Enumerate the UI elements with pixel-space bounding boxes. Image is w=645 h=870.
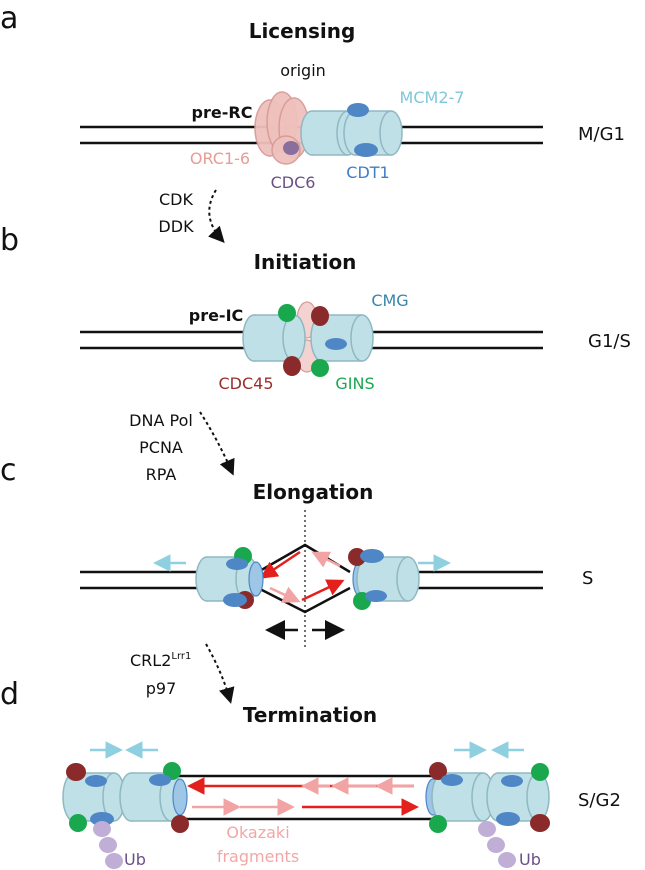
gins-subunit-bottom <box>311 359 329 377</box>
cmg-left-cdt1-bottom <box>223 593 247 607</box>
transition-cdk: CDK <box>159 190 193 209</box>
phase-s-g2: S/G2 <box>578 790 621 811</box>
right-term-cdc45-bottom <box>530 814 550 832</box>
right-term-gins-bottom <box>429 815 447 833</box>
transition-arrow-cd <box>205 643 235 704</box>
transition-p97: p97 <box>146 679 177 698</box>
cdt1-subunit-bottom <box>354 143 378 157</box>
panel-title-initiation: Initiation <box>254 250 357 274</box>
gins-subunit-top <box>278 304 296 322</box>
okazaki-label-line1: Okazaki <box>226 823 289 842</box>
origin-label: origin <box>280 61 326 80</box>
panel-title-licensing: Licensing <box>249 19 356 43</box>
panel-letter-c: c <box>0 453 17 488</box>
nascent-strands-d <box>187 777 419 816</box>
cmg-right-cdt1-top <box>360 549 384 563</box>
nascent-strands-c <box>259 550 345 603</box>
left-term-cdc45-top <box>66 763 86 781</box>
panel-title-termination: Termination <box>243 703 377 727</box>
mcm2-7-label: MCM2-7 <box>400 88 465 107</box>
cdc6-label: CDC6 <box>271 173 316 192</box>
cmg-right-cdc45 <box>348 548 366 566</box>
cmg-double-hexamer <box>242 314 374 362</box>
left-term-cdc45-bottom <box>171 815 189 833</box>
panel-letter-d: d <box>0 677 19 712</box>
panel-letter-a: a <box>0 1 18 36</box>
cdc45-label: CDC45 <box>218 374 273 393</box>
orc1-6-label: ORC1-6 <box>190 149 250 168</box>
transition-pcna: PCNA <box>139 438 183 457</box>
daughter-duplex-d <box>176 774 435 821</box>
pre-rc-label: pre-RC <box>192 103 253 122</box>
replication-bubble <box>257 543 351 614</box>
cmg-left-cdt1-top <box>226 558 248 570</box>
pre-ic-label: pre-IC <box>189 306 244 325</box>
transition-arrow-ab <box>207 189 225 243</box>
cdt1-label: CDT1 <box>346 163 389 182</box>
cdt1-subunit-top <box>347 103 369 117</box>
cdc6-subunit <box>283 141 299 155</box>
cmg-right-cdt1-bottom <box>365 590 387 602</box>
transition-crl2: CRL2Lrr1 <box>130 651 191 670</box>
cdc45-subunit-bottom <box>283 356 301 376</box>
ubiquitin-chain-right <box>478 821 516 868</box>
left-term-gins-bottom <box>69 814 87 832</box>
cdt1-remnant-b <box>325 338 347 350</box>
right-term-cdt1-c <box>496 812 520 826</box>
ubiquitin-chain-left <box>93 821 123 869</box>
panel-letter-b: b <box>0 223 19 258</box>
right-term-cdt1-b <box>501 775 523 787</box>
transition-arrow-bc <box>199 411 235 476</box>
left-term-cdt1-a <box>85 775 107 787</box>
mcm2-7-double-hexamer <box>300 110 403 156</box>
cmg-label: CMG <box>371 291 408 310</box>
phase-g1-s: G1/S <box>588 331 631 352</box>
right-term-cdt1-a <box>441 774 463 786</box>
ub-label-right: Ub <box>519 850 541 869</box>
gins-label: GINS <box>335 374 374 393</box>
transition-ddk: DDK <box>158 217 194 236</box>
left-term-gins-top <box>163 762 181 780</box>
phase-m-g1: M/G1 <box>578 124 625 145</box>
phase-s: S <box>582 568 593 589</box>
right-term-gins-top <box>531 763 549 781</box>
dna-duplex-c <box>80 570 543 590</box>
transition-dna-pol: DNA Pol <box>129 411 193 430</box>
right-term-cdc45-top <box>429 762 447 780</box>
left-term-cdt1-b <box>90 812 114 826</box>
ub-label-left: Ub <box>124 850 146 869</box>
transition-rpa: RPA <box>146 465 177 484</box>
panel-title-elongation: Elongation <box>253 480 374 504</box>
okazaki-label-line2: fragments <box>217 847 299 866</box>
cdc45-subunit-top <box>311 306 329 326</box>
left-term-cdt1-c <box>149 774 171 786</box>
